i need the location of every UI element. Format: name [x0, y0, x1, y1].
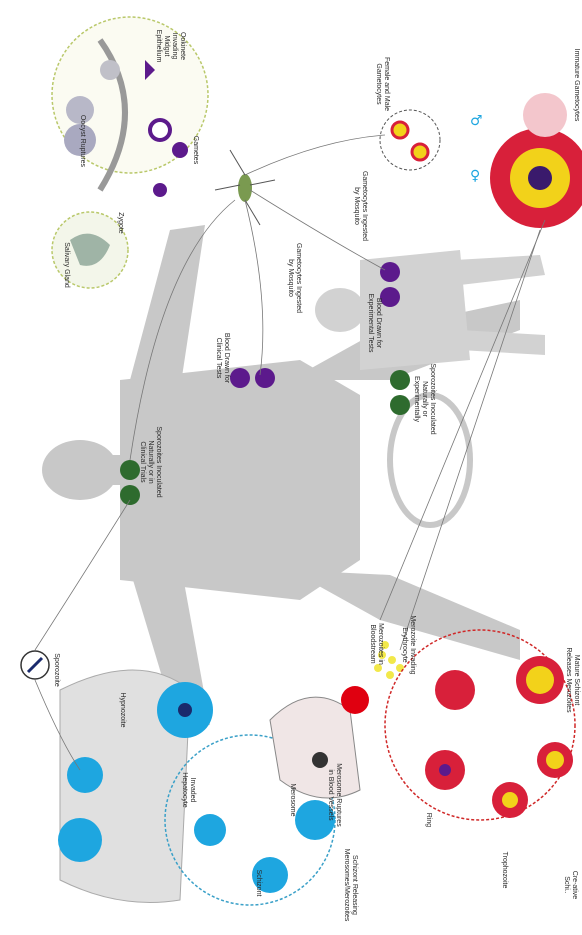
- label-oocyst-ruptures: Oocyst Ruptures: [79, 114, 86, 168]
- early-schizont-parasite: [546, 751, 564, 769]
- merozoite-invading-cell: [435, 670, 475, 710]
- immature-gametocyte-pale: [523, 93, 567, 137]
- label-merozoites-bloodstream: Merozoites in Bloodstream: [369, 623, 384, 665]
- label-schizont: Schizont: [255, 869, 262, 897]
- hypnozoite-nucleus: [178, 703, 192, 717]
- sporozoite-badges-natural: [120, 460, 140, 505]
- schizont-cell: [252, 857, 288, 893]
- label-merosome: Merosome: [289, 783, 296, 817]
- gamete-2: [153, 183, 167, 197]
- label-immature-gametocytes: Immature Gametocytes: [573, 48, 580, 122]
- mosquito-icon: [214, 149, 276, 226]
- label-ring: Ring: [425, 812, 432, 828]
- blood-drawn-clinical-badges: [230, 368, 275, 388]
- label-merozoite-invading: Merozoite Invading Erythrocyte: [401, 615, 416, 675]
- label-sporozoites-experimental: Sporozoites Inoculated Naturally or Expe…: [413, 363, 436, 435]
- immature-gametocyte-nucleus: [528, 166, 552, 190]
- label-mature-schizont: Mature Schizont Releases Merozoites: [565, 647, 580, 713]
- oocyst-3: [100, 60, 120, 80]
- oocyst-1: [66, 96, 94, 124]
- male-gametocyte: [410, 142, 430, 162]
- label-schizont-releasing: Schizont Releasing Merosomes/Merozoites: [343, 848, 358, 922]
- blood-stage-circle: [384, 629, 576, 821]
- label-hypnozoite: Hypnozoite: [119, 692, 126, 728]
- connector-lines: [34, 134, 546, 771]
- label-zygote: Zygote: [117, 212, 124, 234]
- mature-schizont-parasite: [526, 666, 554, 694]
- label-sporozoites-natural: Sporozoites Inoculated Naturally or in C…: [139, 426, 162, 498]
- label-gametes: Gametes: [192, 135, 199, 165]
- label-trophozoite: Trophozoite: [501, 851, 508, 889]
- label-blood-drawn-clinical: Blood Drawn for Clinical Tests: [215, 332, 230, 384]
- blood-drawn-experimental-badges: [380, 262, 400, 307]
- ring-parasite: [439, 764, 451, 776]
- liver-infected-cell-2: [58, 818, 102, 862]
- label-early-schizont: Cre‐ative Schi..: [563, 870, 578, 900]
- label-blood-drawn-experimental: Blood Drawn for Experimental Tests: [367, 293, 382, 353]
- female-symbol-icon: ♀: [470, 168, 480, 184]
- salivary-gland-icon: [70, 233, 110, 266]
- label-ookinete-epithelium: Ookinete Invading Midgut Epithelium: [155, 29, 186, 63]
- wheelchair-shape: [387, 392, 473, 528]
- zygote-icon: [148, 118, 172, 142]
- erythrocyte-icon: [341, 686, 369, 714]
- label-salivary-gland: Salivary Gland: [63, 242, 70, 288]
- label-female-male-gametocytes: Female and Male Gametocytes: [375, 56, 390, 112]
- midgut-epithelium: [97, 38, 128, 192]
- liver-infected-cell-1: [67, 757, 103, 793]
- invaded-hepatocyte-cell: [194, 814, 226, 846]
- label-invaded-hepatocyte: Invaded Hepatocyte: [181, 772, 196, 808]
- human-silhouette-main: [42, 225, 520, 725]
- label-gametocytes-ingested-1: Gametocytes Ingested by Mosquito: [287, 242, 302, 314]
- trophozoite-parasite: [502, 792, 518, 808]
- schizont-releasing-cell: [295, 800, 335, 840]
- oocyst-2: [64, 124, 96, 156]
- merosome-icon: [312, 752, 328, 768]
- label-merosome-rupture: Merosome Ruptures in Blood Vessels: [327, 763, 342, 827]
- female-gametocyte: [390, 120, 410, 140]
- blood-vessel-icon: [269, 696, 361, 799]
- ookinete-icon: [145, 60, 155, 80]
- gamete-1: [172, 142, 188, 158]
- sporozoite-badges-experimental: [390, 370, 410, 415]
- label-sporozoite: Sporozoite: [53, 653, 60, 687]
- label-gametocytes-ingested-2: Gametocytes Ingested by Mosquito: [353, 170, 368, 242]
- male-symbol-icon: ♂: [470, 113, 483, 129]
